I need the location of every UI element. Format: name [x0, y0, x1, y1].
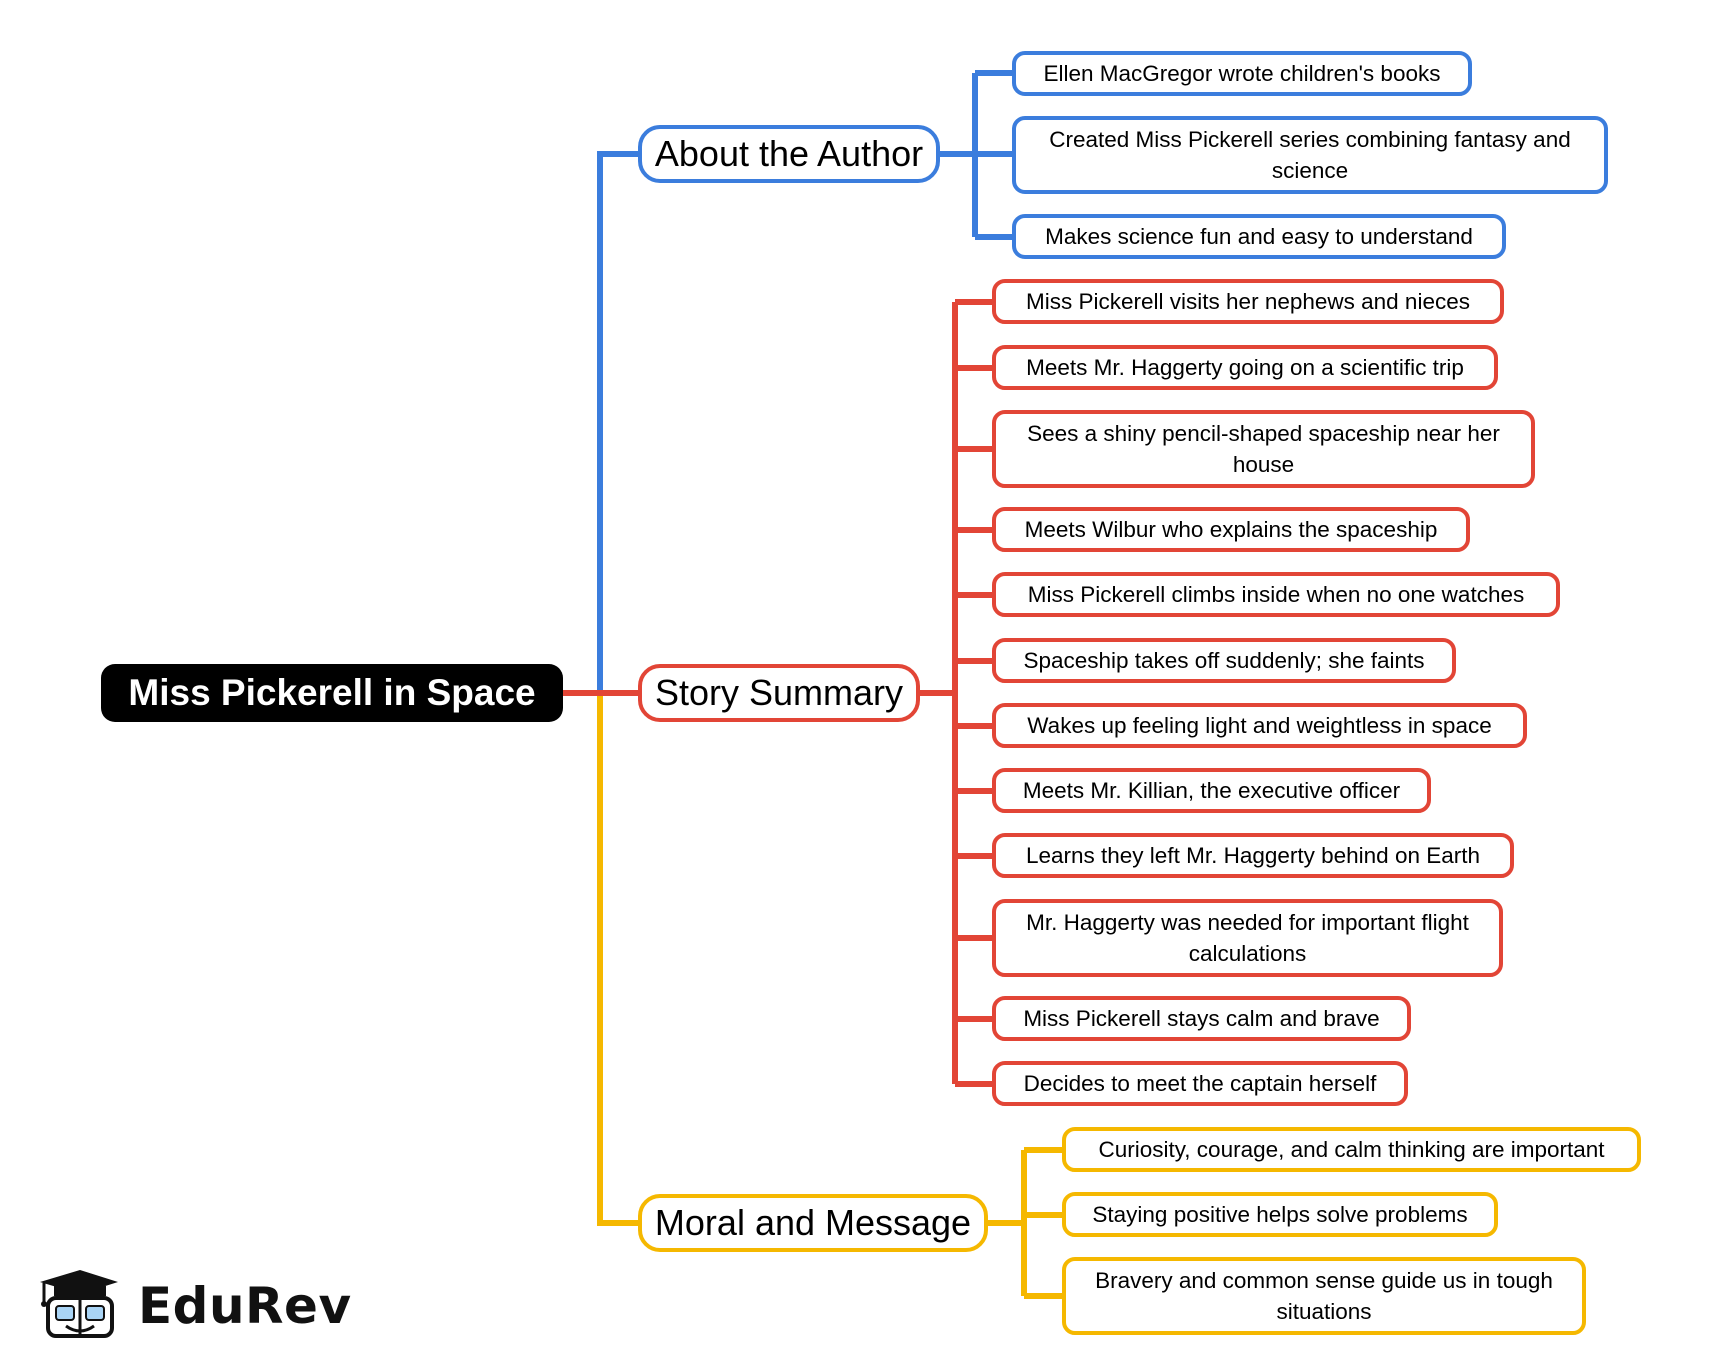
branch-moral-and-message: Moral and Message — [638, 1194, 988, 1252]
graduation-cap-book-icon — [40, 1270, 118, 1338]
story-leaf: Sees a shiny pencil-shaped spaceship nea… — [992, 410, 1535, 488]
story-leaf: Mr. Haggerty was needed for important fl… — [992, 899, 1503, 977]
story-leaf: Spaceship takes off suddenly; she faints — [992, 638, 1456, 683]
story-leaf: Meets Mr. Haggerty going on a scientific… — [992, 345, 1498, 390]
story-leaf: Miss Pickerell climbs inside when no one… — [992, 572, 1560, 617]
about-leaf: Ellen MacGregor wrote children's books — [1012, 51, 1472, 96]
story-leaf: Learns they left Mr. Haggerty behind on … — [992, 833, 1514, 878]
branch-story-summary: Story Summary — [638, 664, 920, 722]
connector-root-about — [597, 151, 638, 693]
story-leaf: Miss Pickerell visits her nephews and ni… — [992, 279, 1504, 324]
logo-text: EduRev — [138, 1277, 352, 1335]
story-leaf: Wakes up feeling light and weightless in… — [992, 703, 1527, 748]
moral-leaf: Bravery and common sense guide us in tou… — [1062, 1257, 1586, 1335]
moral-leaf: Curiosity, courage, and calm thinking ar… — [1062, 1127, 1641, 1172]
story-leaf: Decides to meet the captain herself — [992, 1061, 1408, 1106]
story-leaf: Meets Mr. Killian, the executive officer — [992, 768, 1431, 813]
moral-connectors — [988, 1147, 1062, 1299]
about-connectors — [940, 70, 1012, 240]
connector-root-moral — [597, 693, 638, 1226]
moral-leaf: Staying positive helps solve problems — [1062, 1192, 1498, 1237]
story-connectors — [920, 299, 992, 1087]
about-leaf: Created Miss Pickerell series combining … — [1012, 116, 1608, 194]
about-leaf: Makes science fun and easy to understand — [1012, 214, 1506, 259]
story-leaf: Meets Wilbur who explains the spaceship — [992, 507, 1470, 552]
edurev-logo: EduRev — [34, 1266, 352, 1346]
root-connectors — [563, 151, 638, 1226]
story-leaf: Miss Pickerell stays calm and brave — [992, 996, 1411, 1041]
root-node: Miss Pickerell in Space — [101, 664, 563, 722]
branch-about-the-author: About the Author — [638, 125, 940, 183]
